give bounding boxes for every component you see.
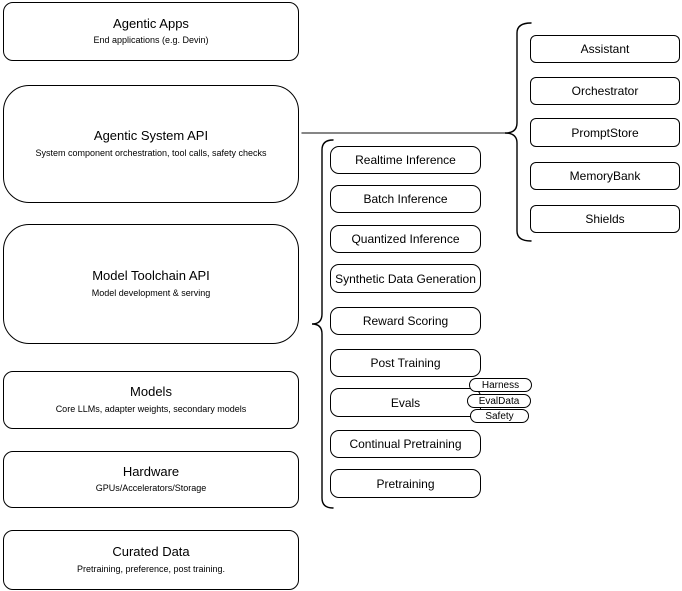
node-synthetic-data-generation: Synthetic Data Generation	[330, 264, 481, 293]
node-models: Models Core LLMs, adapter weights, secon…	[3, 371, 299, 429]
node-label: PromptStore	[571, 125, 639, 140]
node-subtitle: End applications (e.g. Devin)	[93, 35, 209, 46]
node-subtitle: Pretraining, preference, post training.	[76, 563, 226, 574]
node-orchestrator: Orchestrator	[530, 77, 680, 105]
node-quantized-inference: Quantized Inference	[330, 225, 481, 253]
node-label: Orchestrator	[571, 84, 639, 98]
node-title: Models	[130, 384, 172, 400]
node-subtitle: GPUs/Accelerators/Storage	[95, 483, 207, 494]
node-label: Pretraining	[376, 476, 435, 491]
node-title: Agentic System API	[93, 128, 209, 144]
node-agentic-system-api: Agentic System API System component orch…	[3, 85, 299, 203]
node-subtitle: Core LLMs, adapter weights, secondary mo…	[55, 403, 247, 414]
node-label: Safety	[485, 410, 514, 422]
node-label: Shields	[585, 212, 625, 226]
node-label: Evals	[390, 395, 421, 410]
node-title: Model Toolchain API	[92, 268, 210, 284]
node-shields: Shields	[530, 205, 680, 233]
node-continual-pretraining: Continual Pretraining	[330, 430, 481, 458]
node-post-training: Post Training	[330, 349, 481, 377]
node-label: EvalData	[478, 395, 520, 407]
node-evals: Evals	[330, 388, 481, 417]
node-title: Agentic Apps	[113, 15, 189, 31]
node-label: Realtime Inference	[355, 153, 456, 167]
node-label: Quantized Inference	[351, 232, 460, 246]
node-label: Batch Inference	[363, 192, 448, 206]
node-eval-harness: Harness	[469, 378, 532, 392]
node-title: Hardware	[122, 463, 180, 479]
node-label: Reward Scoring	[362, 314, 449, 328]
node-subtitle: Model development & serving	[91, 287, 211, 298]
node-model-toolchain-api: Model Toolchain API Model development & …	[3, 224, 299, 344]
node-subtitle: System component orchestration, tool cal…	[35, 147, 267, 158]
node-batch-inference: Batch Inference	[330, 185, 481, 213]
node-memorybank: MemoryBank	[530, 162, 680, 190]
node-eval-safety: Safety	[470, 409, 529, 423]
node-hardware: Hardware GPUs/Accelerators/Storage	[3, 451, 299, 508]
node-assistant: Assistant	[530, 35, 680, 63]
node-label: Continual Pretraining	[349, 437, 462, 451]
node-agentic-apps: Agentic Apps End applications (e.g. Devi…	[3, 2, 299, 61]
node-label: Synthetic Data Generation	[335, 271, 476, 286]
node-realtime-inference: Realtime Inference	[330, 146, 481, 174]
node-promptstore: PromptStore	[530, 118, 680, 147]
node-label: MemoryBank	[569, 169, 641, 183]
node-curated-data: Curated Data Pretraining, preference, po…	[3, 530, 299, 590]
node-label: Assistant	[580, 42, 630, 56]
node-pretraining: Pretraining	[330, 469, 481, 498]
system-components-brace	[504, 22, 532, 242]
node-label: Harness	[481, 379, 520, 391]
node-eval-evaldata: EvalData	[467, 394, 531, 408]
node-reward-scoring: Reward Scoring	[330, 307, 481, 335]
node-title: Curated Data	[112, 544, 190, 560]
node-label: Post Training	[370, 356, 441, 370]
